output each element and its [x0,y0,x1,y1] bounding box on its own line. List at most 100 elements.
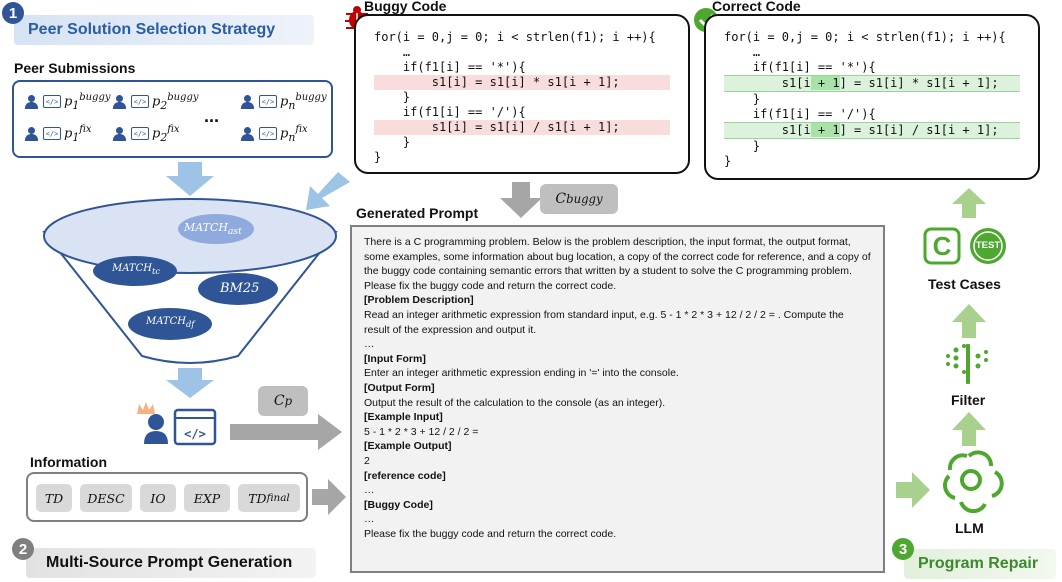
code-line: for(i = 0,j = 0; i < strlen(f1); i ++){ [374,30,656,44]
info-desc: DESC [80,484,132,512]
prompt-problem-description-heading: [Problem Description] [364,294,474,307]
prompt-ellipsis: … [364,338,375,351]
prompt-problem-description: Read an integer arithmetic expression fr… [364,308,844,336]
submission-p2-buggy: </> p2buggy [112,92,199,112]
submission-p1-buggy: </> p1buggy [24,92,111,112]
arrow-llm-to-filter [952,412,986,446]
information-label: Information [30,454,107,470]
code-line: for(i = 0,j = 0; i < strlen(f1); i ++){ [724,30,1006,44]
arrow-buggy-to-funnel [306,172,350,210]
arrow-tests-to-correct [952,188,986,218]
bm25-label: BM25 [220,281,260,296]
section-1-banner: Peer Solution Selection Strategy [14,15,314,45]
code-line: } [724,92,761,106]
llm-icon [943,450,1004,514]
peer-submissions-box: </> p1buggy </> p2buggy </> pnbuggy ... … [12,80,333,158]
code-icon: </> [43,127,61,141]
user-icon [240,94,256,109]
selected-submission-icon: </> [144,408,217,446]
filter-label: Filter [951,392,986,408]
code-line: if(f1[i] == '*'){ [724,60,876,74]
code-line: } [724,154,732,168]
info-exp: EXP [184,484,230,512]
generated-prompt-box: There is a C programming problem. Below … [350,225,885,573]
code-line: if(f1[i] == '/'){ [724,107,876,121]
code-icon: </> [131,127,149,141]
submission-p2-fix: </> p2fix [112,124,180,144]
correct-code-label: Correct Code [712,0,801,14]
arrow-buggy-to-prompt [500,182,542,218]
prompt-example-input-heading: [Example Input] [364,411,443,424]
user-icon [112,94,128,109]
section-3-number-badge: 3 [892,538,914,560]
code-line: } [374,90,411,104]
correct-code-box: for(i = 0,j = 0; i < strlen(f1); i ++){ … [704,14,1040,180]
prompt-ellipsis: … [364,513,375,526]
prompt-example-output: 2 [364,454,370,467]
arrow-peer-to-funnel [166,162,214,196]
user-icon [24,126,40,141]
test-icon [970,228,1006,264]
arrow-info-to-prompt [312,479,346,515]
test-cases-label: Test Cases [928,276,1001,292]
prompt-buggy-code-heading: [Buggy Code] [364,498,433,511]
buggy-code-box: for(i = 0,j = 0; i < strlen(f1); i ++){ … [354,14,690,174]
llm-label: LLM [955,520,984,536]
match-tc-label: MATCHtc [112,263,160,276]
filter-icon [946,344,988,384]
buggy-line-multiply: s1[i] = s1[i] * s1[i + 1]; [374,75,670,90]
submission-pn-buggy: </> pnbuggy [240,92,327,112]
prompt-closing: Please fix the buggy code and return the… [364,527,617,540]
code-line: … [724,45,761,59]
fixed-line-multiply: s1[i + 1] = s1[i] * s1[i + 1]; [724,75,1020,92]
section-3-title: Program Repair [918,555,1039,572]
arrow-funnel-to-selected [166,368,214,398]
code-line: if(f1[i] == '/'){ [374,105,526,119]
code-line: … [374,45,411,59]
svg-text:</>: </> [184,427,206,441]
arrow-prompt-to-llm [896,472,930,508]
prompt-reference-code-heading: [reference code] [364,469,446,482]
fixed-line-divide: s1[i + 1] = s1[i] / s1[i + 1]; [724,122,1020,139]
generated-prompt-label: Generated Prompt [356,205,479,221]
submissions-ellipsis: ... [204,106,220,126]
code-icon: </> [259,95,277,109]
buggy-code-label: Buggy Code [364,0,447,14]
info-io: IO [140,484,176,512]
code-line: } [374,135,411,149]
match-ast-label: MATCHast [184,221,242,238]
match-tc-ellipse [93,256,177,286]
c-badge: C [932,230,952,261]
prompt-ellipsis: … [364,484,375,497]
section-3-banner: Program Repair [904,549,1056,579]
user-icon [240,126,256,141]
code-line: } [374,150,382,164]
section-2-banner: Multi-Source Prompt Generation [26,548,316,578]
bm25-ellipse [198,273,278,305]
section-2-number-badge: 2 [12,538,34,560]
code-line: } [724,139,761,153]
code-icon: </> [131,95,149,109]
arrow-cp-to-prompt [230,414,342,450]
prompt-output-form-heading: [Output Form] [364,381,435,394]
submission-pn-fix: </> pnfix [240,124,308,144]
code-icon: </> [259,127,277,141]
prompt-intro: There is a C programming problem. Below … [364,236,871,292]
buggy-line-divide: s1[i] = s1[i] / s1[i + 1]; [374,120,670,135]
test-badge: TEST [975,240,1001,251]
match-df-ellipse [128,308,212,340]
info-td: TD [36,484,72,512]
match-ast-ellipse [178,214,254,244]
c-file-icon [923,227,961,265]
prompt-input-form: Enter an integer arithmetic expression e… [364,367,679,380]
section-1-title: Peer Solution Selection Strategy [28,21,276,38]
prompt-output-form: Output the result of the calculation to … [364,396,666,409]
prompt-example-output-heading: [Example Output] [364,440,452,453]
crown-icon [137,402,155,414]
user-icon [24,94,40,109]
